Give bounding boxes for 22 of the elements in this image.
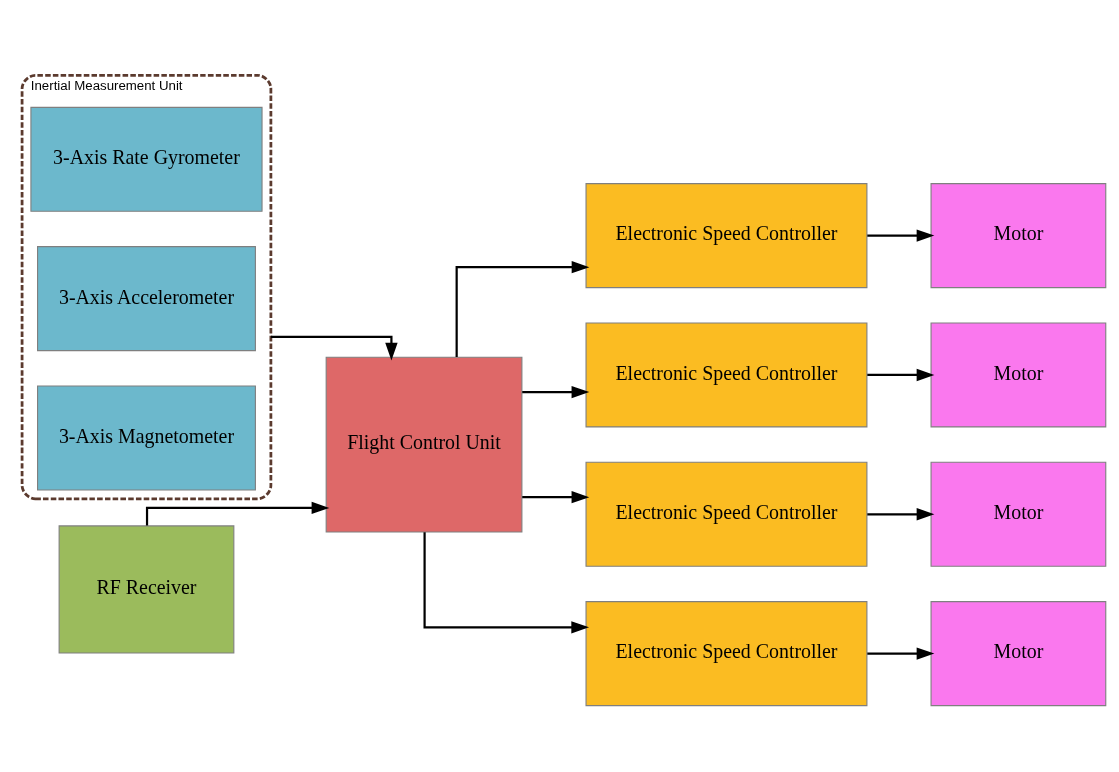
node-box: Motor [930, 322, 1107, 428]
node-box: Flight Control Unit [325, 356, 523, 533]
node-box: 3-Axis Rate Gyrometer [30, 106, 263, 212]
node-box: 3-Axis Accelerometer [37, 246, 256, 352]
arrow [270, 335, 398, 361]
node-box: RF Receiver [58, 525, 235, 654]
arrow [522, 490, 590, 504]
arrow [867, 368, 935, 382]
node-box: Electronic Speed Controller [585, 322, 868, 428]
node-box: Electronic Speed Controller [585, 601, 868, 707]
node-box: Electronic Speed Controller [585, 183, 868, 289]
arrow [867, 508, 935, 521]
node-box: Motor [930, 183, 1107, 289]
node-box: Motor [930, 461, 1107, 567]
arrow [423, 532, 590, 634]
arrow [867, 647, 935, 660]
node-box: Electronic Speed Controller [585, 461, 868, 567]
arrow [455, 260, 590, 357]
arrow [522, 385, 590, 399]
arrow [867, 229, 935, 242]
node-box: 3-Axis Magnetometer [37, 385, 256, 491]
node-box: Motor [930, 601, 1107, 707]
